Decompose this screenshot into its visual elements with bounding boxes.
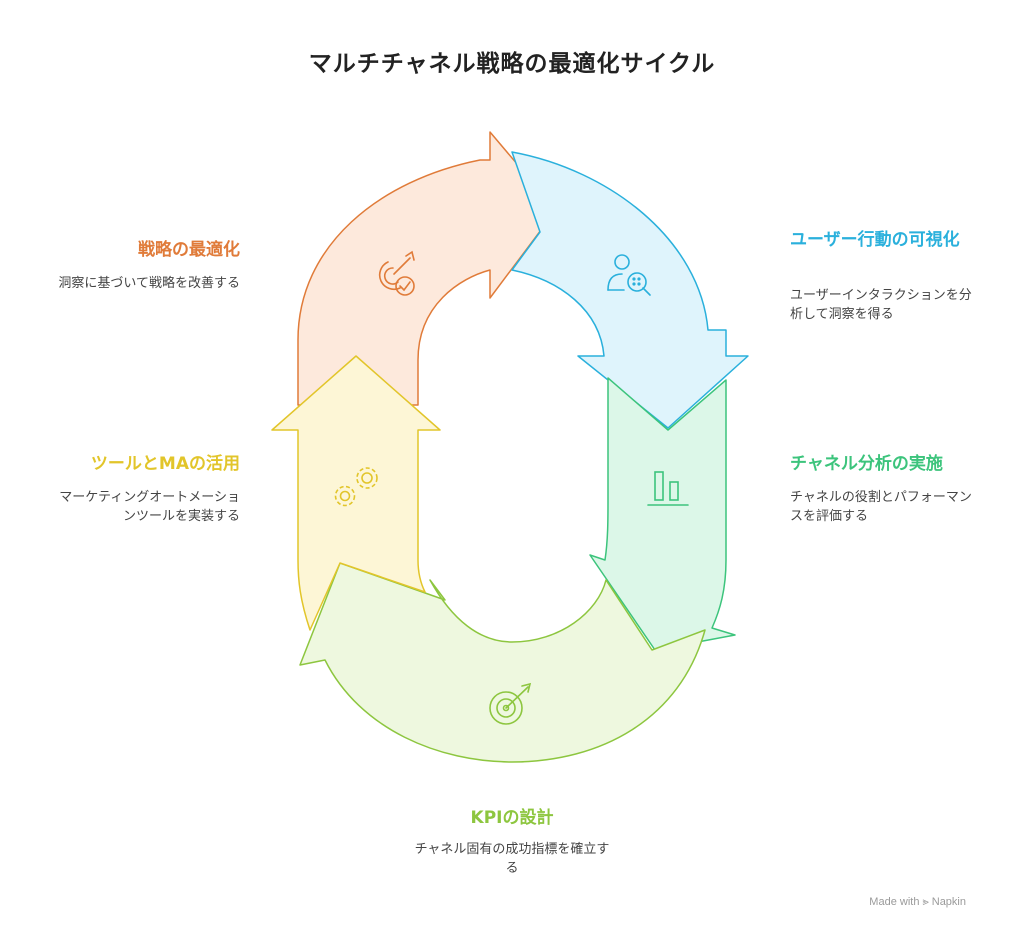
target-check-icon <box>378 250 415 296</box>
step-desc-visualize: ユーザーインタラクションを分析して洞察を得る <box>790 288 972 322</box>
napkin-watermark: Made with ⪢ Napkin <box>869 896 966 908</box>
step-label-visualize: ユーザー行動の可視化 <box>790 230 960 250</box>
step-label-kpi: KPIの設計 <box>470 808 554 828</box>
step-label-tools: ツールとMAの活用 <box>90 454 240 474</box>
segment-channel <box>589 377 736 651</box>
step-desc-channel: チャネルの役割とパフォーマンスを評価する <box>790 490 972 524</box>
step-desc-kpi: チャネル固有の成功指標を確立する <box>414 842 610 876</box>
segment-kpi <box>299 562 706 763</box>
step-label-optimize: 戦略の最適化 <box>138 240 240 260</box>
gears-icon <box>334 467 378 507</box>
bar-chart-icon <box>647 471 689 506</box>
page-title: マルチチャネル戦略の最適化サイクル <box>308 51 716 77</box>
segment-tools <box>271 355 441 631</box>
step-desc-optimize: 洞察に基づいて戦略を改善する <box>58 276 240 291</box>
segment-optimize <box>297 131 557 406</box>
segment-visualize <box>511 151 749 429</box>
step-desc-tools: マーケティングオートメーションツールを実装する <box>59 490 240 524</box>
target-arrow-icon <box>489 682 532 725</box>
step-label-channel: チャネル分析の実施 <box>790 454 943 474</box>
user-analysis-icon <box>607 254 651 296</box>
